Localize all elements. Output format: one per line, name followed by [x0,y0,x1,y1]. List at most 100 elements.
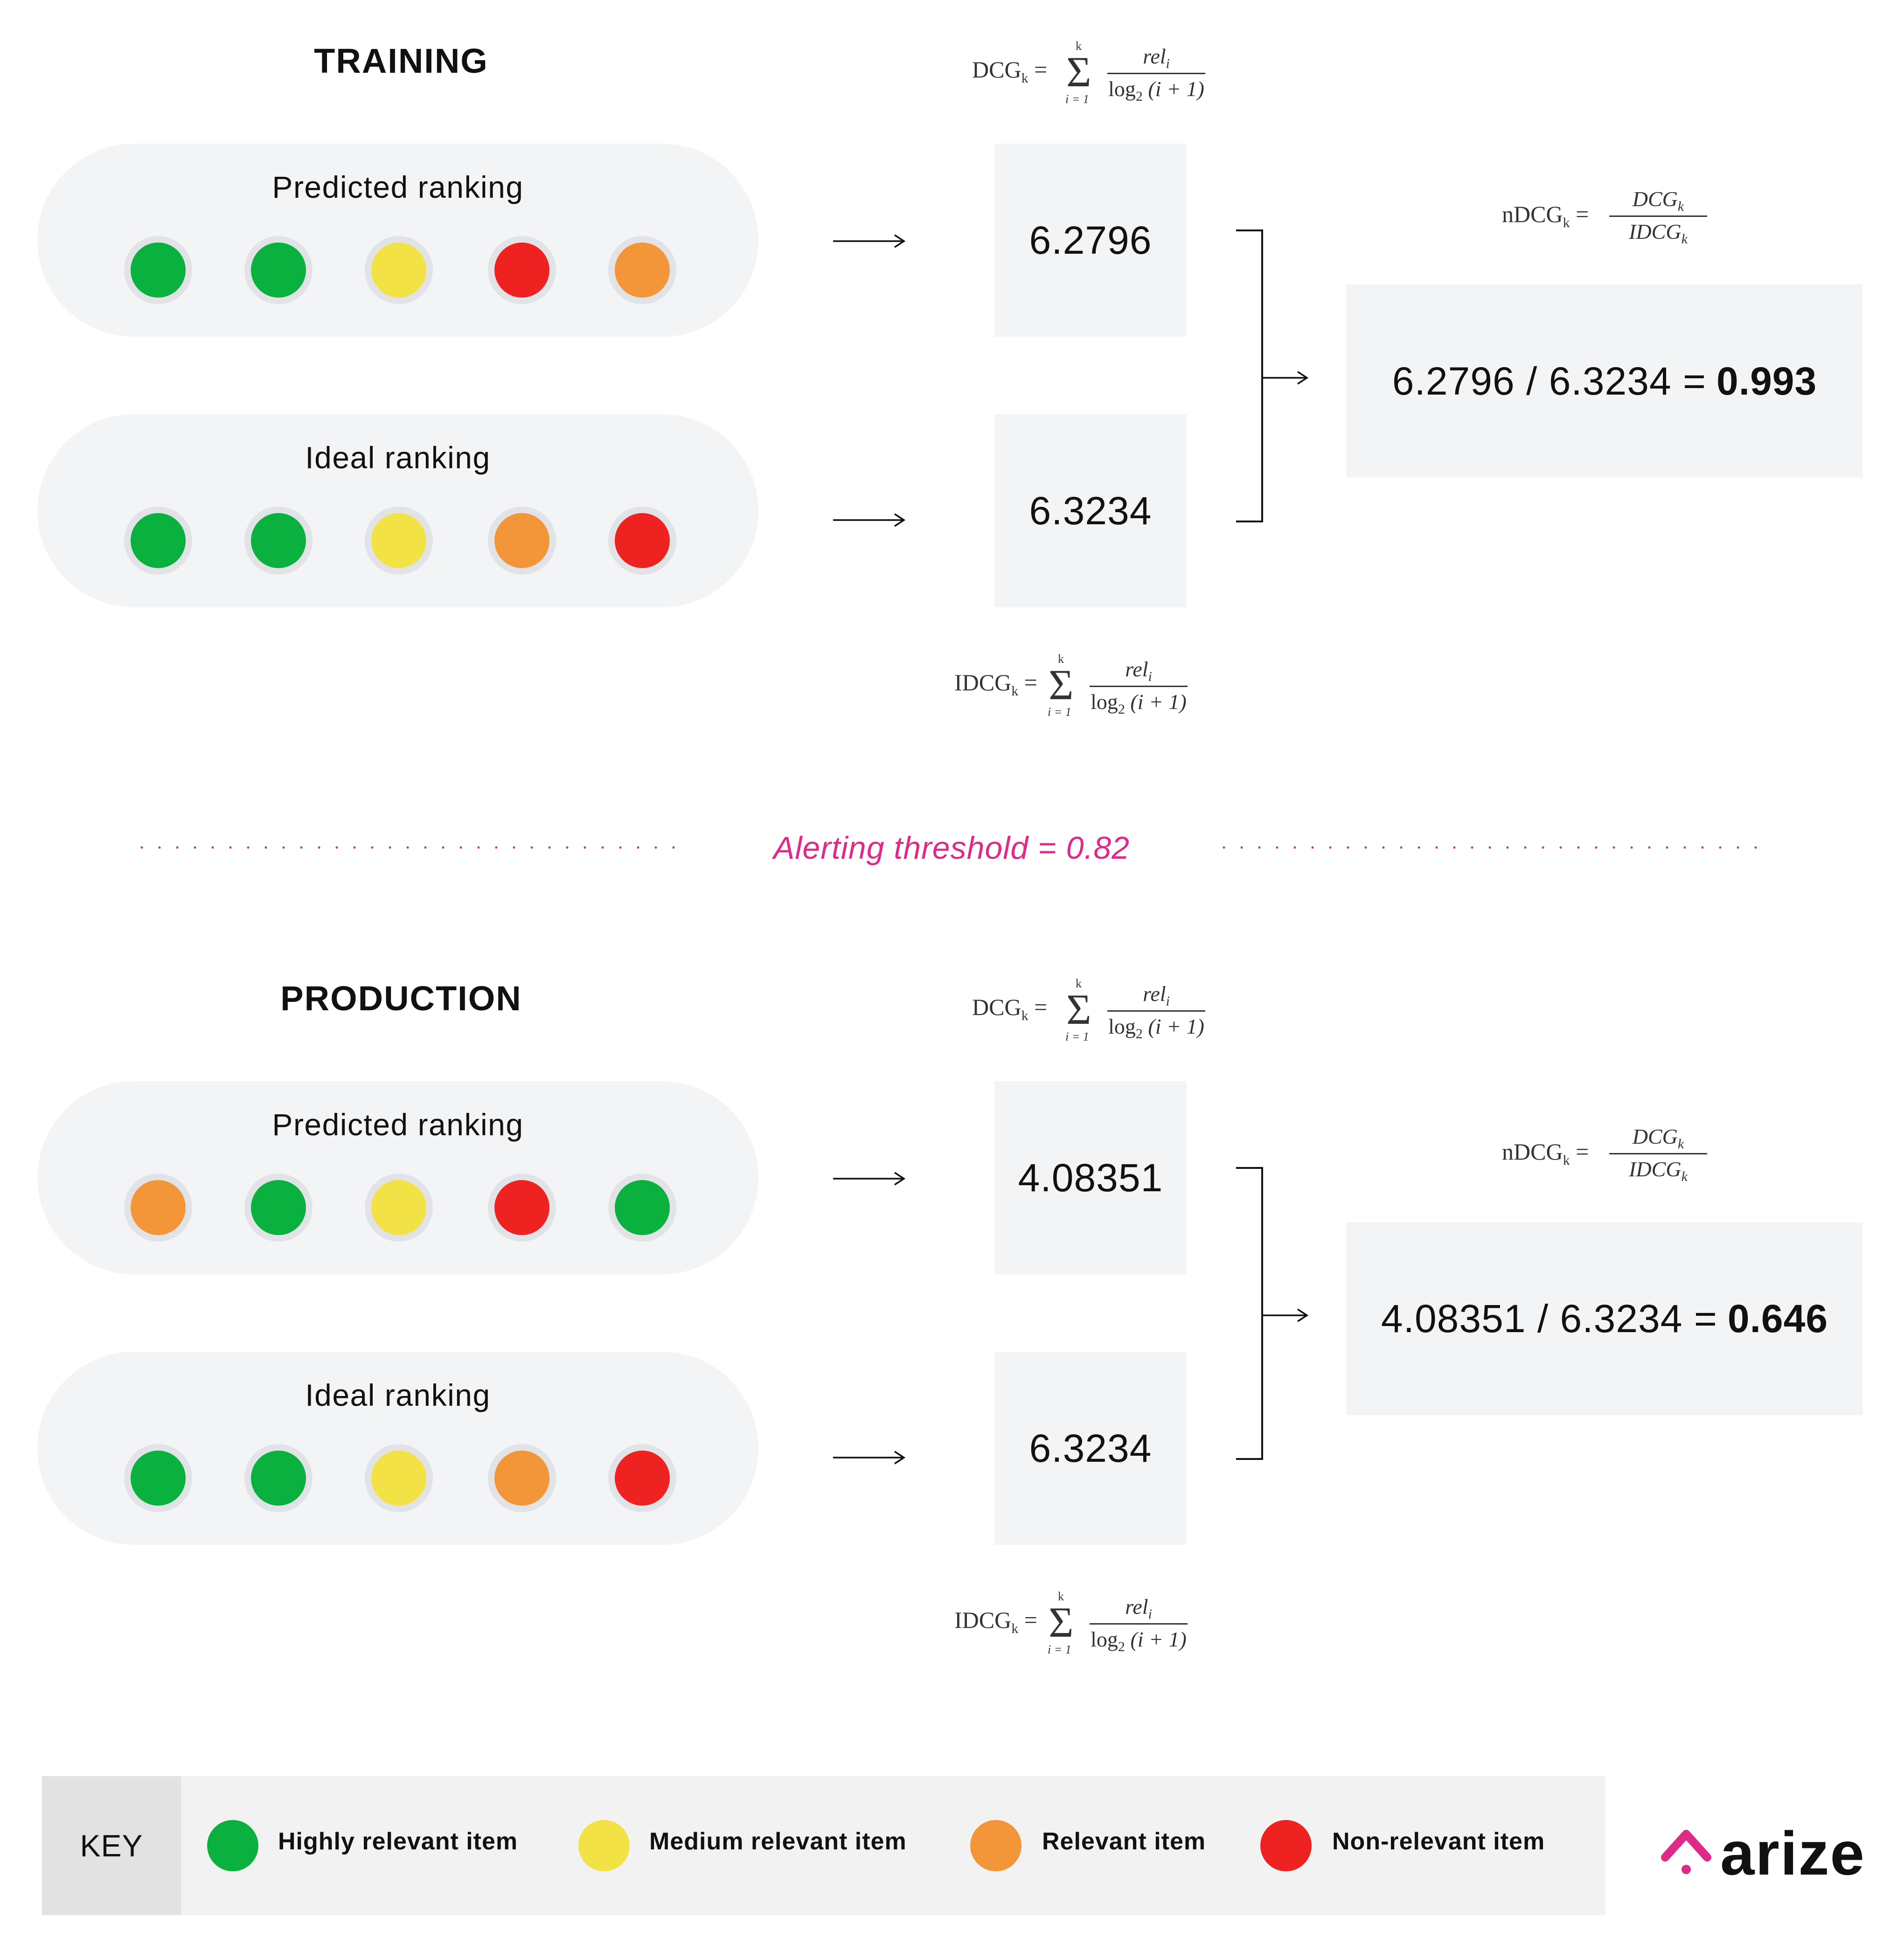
training-ndcg-formula-numerator: DCGk [1609,187,1707,215]
training-idcg-formula-lhs: IDCGk = [954,669,1037,699]
production-ideal-ranking-dot-4-relevant [488,1444,556,1512]
production-predicted-ranking-dot-4-non-relevant [488,1174,556,1242]
production-dcg-formula-denominator: log2 (i + 1) [1103,1014,1210,1042]
production-idcg-formula-numerator-text: rel [1125,1595,1148,1619]
training-predicted-ranking-dot-4-fill [494,243,549,298]
training-ideal-ranking-dot-3-medium-relevant [365,507,433,575]
training-ideal-ranking-dot-4-relevant [488,507,556,575]
training-predicted-ranking-pill: Predicted ranking [37,144,758,337]
production-idcg-formula-sigma: Σ [1049,1598,1074,1646]
production-ndcg-result-expression: 4.08351 / 6.3234 = [1381,1296,1717,1341]
production-ndcg-formula-denominator-sub: k [1681,1169,1688,1185]
production-idcg-formula-denominator-rest: (i + 1) [1125,1627,1187,1651]
training-ideal-ranking-dot-1-fill [131,513,186,568]
training-idcg-formula-lower: i = 1 [1048,705,1071,719]
training-dcg-formula-lhs-sub: k [1021,70,1028,86]
production-idcg-formula-equals: = [1018,1607,1037,1633]
legend-non-relevant-dot [1260,1820,1312,1871]
production-dcg-formula-upper: k [1076,977,1082,990]
production-ideal-ranking-dot-2-fill [251,1451,306,1506]
training-ndcg-result-expression: 6.2796 / 6.3234 = [1392,359,1707,403]
production-dcg-formula-denominator-sub: 2 [1135,1026,1143,1042]
production-dcg-formula-numerator: reli [1107,981,1205,1009]
production-dcg-formula-fraction-bar [1107,1010,1205,1012]
training-title: TRAINING [314,42,488,80]
training-predicted-ranking-dot-2-fill [251,243,306,298]
production-predicted-ranking-label: Predicted ranking [272,1107,524,1142]
training-idcg-formula-numerator: reli [1090,657,1188,685]
training-dcg-formula-denominator-sub: 2 [1135,89,1143,104]
legend-relevant-dot [970,1820,1021,1871]
training-predicted-ranking-dot-4-non-relevant [488,236,556,304]
production-idcg-formula-lhs-text: IDCG [954,1607,1012,1633]
training-ndcg-formula-denominator: IDCGk [1609,219,1707,247]
production-ndcg-formula-numerator-text: DCG [1632,1125,1678,1148]
training-dcg-formula-denominator-rest: (i + 1) [1142,77,1204,101]
production-predicted-ranking-dot-2-fill [251,1180,306,1235]
training-dcg-formula-fraction-bar [1107,73,1205,74]
production-ndcg-result-value: 0.646 [1727,1296,1828,1341]
training-ideal-ranking-dot-2-fill [251,513,306,568]
production-idcg-formula-numerator-sub: i [1148,1606,1152,1622]
training-merge-bracket [1236,229,1311,523]
arize-logo: arize [1661,1818,1875,1902]
production-ndcg-formula-denominator-text: IDCG [1629,1157,1682,1181]
production-ndcg-formula-numerator-sub: k [1677,1136,1684,1152]
production-ideal-arrow [833,1450,906,1466]
production-dcg-formula-lhs-sub: k [1021,1008,1028,1023]
legend-medium-relevant-label: Medium relevant item [649,1828,907,1855]
training-dcg-formula-upper: k [1076,39,1082,53]
production-ndcg-formula-denominator: IDCGk [1609,1157,1707,1185]
training-idcg-formula-upper: k [1058,652,1064,666]
training-idcg-formula-equals: = [1018,669,1037,695]
arize-logo-text: arize [1720,1819,1865,1888]
training-ndcg-formula-numerator-sub: k [1677,199,1684,215]
production-ideal-ranking-label: Ideal ranking [305,1378,491,1412]
training-idcg-formula-lhs-sub: k [1011,683,1019,699]
production-dcg-formula-equals: = [1028,994,1048,1020]
production-idcg-formula-denominator: log2 (i + 1) [1085,1627,1192,1655]
legend-key: KEY Highly relevant item Medium relevant… [42,1776,1605,1915]
production-ideal-ranking-dot-2-highly-relevant [244,1444,313,1512]
training-idcg-formula-sigma: Σ [1049,661,1074,709]
training-ideal-ranking-dot-5-fill [615,513,670,568]
training-dcg-formula-denominator: log2 (i + 1) [1103,76,1210,104]
training-dcg-value: 6.2796 [994,144,1187,337]
training-dcg-formula-numerator: reli [1107,44,1205,72]
training-predicted-ranking-dot-2-highly-relevant [244,236,313,304]
production-ideal-ranking-dot-5-fill [615,1451,670,1506]
production-ideal-ranking-dot-3-medium-relevant [365,1444,433,1512]
production-ndcg-formula-lhs-sub: k [1563,1153,1570,1168]
training-idcg-formula-denominator-rest: (i + 1) [1125,690,1187,714]
training-idcg-value: 6.3234 [994,414,1187,607]
training-dcg-formula-numerator-sub: i [1166,56,1170,72]
production-idcg-formula-denominator-sub: 2 [1118,1639,1125,1655]
training-dcg-formula-equals: = [1028,56,1048,83]
production-predicted-ranking-dot-4-fill [494,1180,549,1235]
production-predicted-ranking-dot-1-relevant [124,1174,192,1242]
production-dcg-formula-lhs: DCGk = [972,993,1047,1024]
production-predicted-arrow [833,1171,906,1187]
production-idcg-formula-fraction-bar [1090,1623,1188,1625]
training-dcg-formula-sigma: Σ [1066,48,1091,96]
training-predicted-ranking-dot-1-highly-relevant [124,236,192,304]
training-ndcg-result-value: 0.993 [1716,359,1817,403]
training-predicted-ranking-label: Predicted ranking [272,170,524,204]
legend-relevant-label: Relevant item [1042,1828,1206,1855]
production-title: PRODUCTION [280,979,522,1018]
production-ndcg-formula-fraction-bar [1609,1153,1707,1154]
production-predicted-ranking-dot-3-medium-relevant [365,1174,433,1242]
production-idcg-formula-lower: i = 1 [1048,1643,1071,1656]
production-ideal-ranking-dot-4-fill [494,1451,549,1506]
production-ndcg-result: 4.08351 / 6.3234 =0.646 [1346,1222,1863,1415]
legend-non-relevant-label: Non-relevant item [1332,1828,1545,1855]
production-dcg-value: 4.08351 [994,1081,1187,1274]
training-ideal-ranking-dot-2-highly-relevant [244,507,313,575]
production-dcg-formula-denominator-text: log [1108,1014,1136,1038]
production-idcg-value: 6.3234 [994,1352,1187,1545]
production-predicted-ranking-dot-1-fill [131,1180,186,1235]
production-predicted-ranking-dot-5-fill [615,1180,670,1235]
legend-medium-relevant-dot [578,1820,630,1871]
